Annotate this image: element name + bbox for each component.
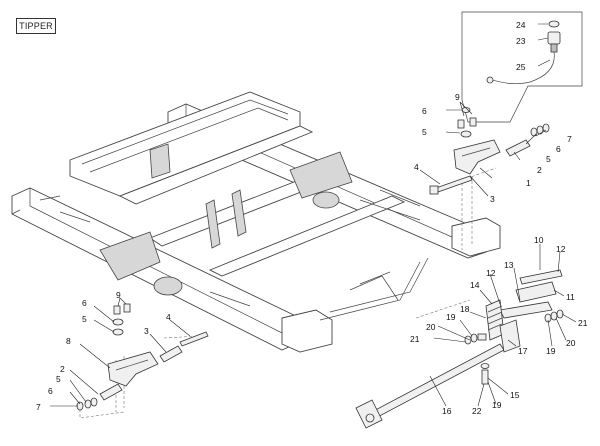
callout-22: 22 (472, 406, 482, 416)
callout-7: 7 (36, 402, 41, 412)
callout-21: 21 (578, 318, 588, 328)
callout-23: 23 (516, 36, 526, 46)
callout-20: 20 (426, 322, 436, 332)
callout-9: 9 (455, 92, 460, 102)
callout-18: 18 (460, 304, 470, 314)
callout-4: 4 (414, 162, 419, 172)
callout-8: 8 (66, 336, 71, 346)
callout-7: 7 (567, 134, 572, 144)
callout-2: 2 (537, 165, 542, 175)
callout-6: 6 (82, 298, 87, 308)
callout-12: 12 (556, 244, 566, 254)
callout-9: 9 (116, 290, 121, 300)
callout-5: 5 (422, 127, 427, 137)
assembly-guides (79, 11, 583, 419)
lower-right-linkage-group (355, 269, 564, 429)
callout-labels: 24 23 25 9 6 5 7 6 5 4 1 2 3 10 12 12 13… (36, 20, 588, 416)
lower-left-bracket-group (76, 303, 209, 411)
callout-17: 17 (518, 346, 528, 356)
callout-5: 5 (546, 154, 551, 164)
callout-20: 20 (566, 338, 576, 348)
sensor-inset (486, 20, 561, 85)
callout-25: 25 (516, 62, 526, 72)
upper-right-bracket-group (429, 107, 550, 195)
callout-19: 19 (446, 312, 456, 322)
callout-19: 19 (546, 346, 556, 356)
callout-21: 21 (410, 334, 420, 344)
callout-1: 1 (526, 178, 531, 188)
callout-12: 12 (486, 268, 496, 278)
callout-6: 6 (422, 106, 427, 116)
callout-3: 3 (144, 326, 149, 336)
callout-6: 6 (556, 144, 561, 154)
callout-11: 11 (566, 292, 575, 302)
section-tag: TIPPER (16, 18, 56, 34)
callout-5: 5 (56, 374, 61, 384)
callout-14: 14 (470, 280, 480, 290)
callout-4: 4 (166, 312, 171, 322)
callout-16: 16 (442, 406, 452, 416)
callout-5: 5 (82, 314, 87, 324)
callout-24: 24 (516, 20, 526, 30)
callout-3: 3 (490, 194, 495, 204)
leader-lines (50, 23, 577, 407)
chassis-frame (11, 91, 501, 353)
callout-13: 13 (504, 260, 514, 270)
callout-10: 10 (534, 235, 544, 245)
callout-19: 19 (492, 400, 502, 410)
callout-15: 15 (510, 390, 520, 400)
callout-6: 6 (48, 386, 53, 396)
callout-2: 2 (60, 364, 65, 374)
